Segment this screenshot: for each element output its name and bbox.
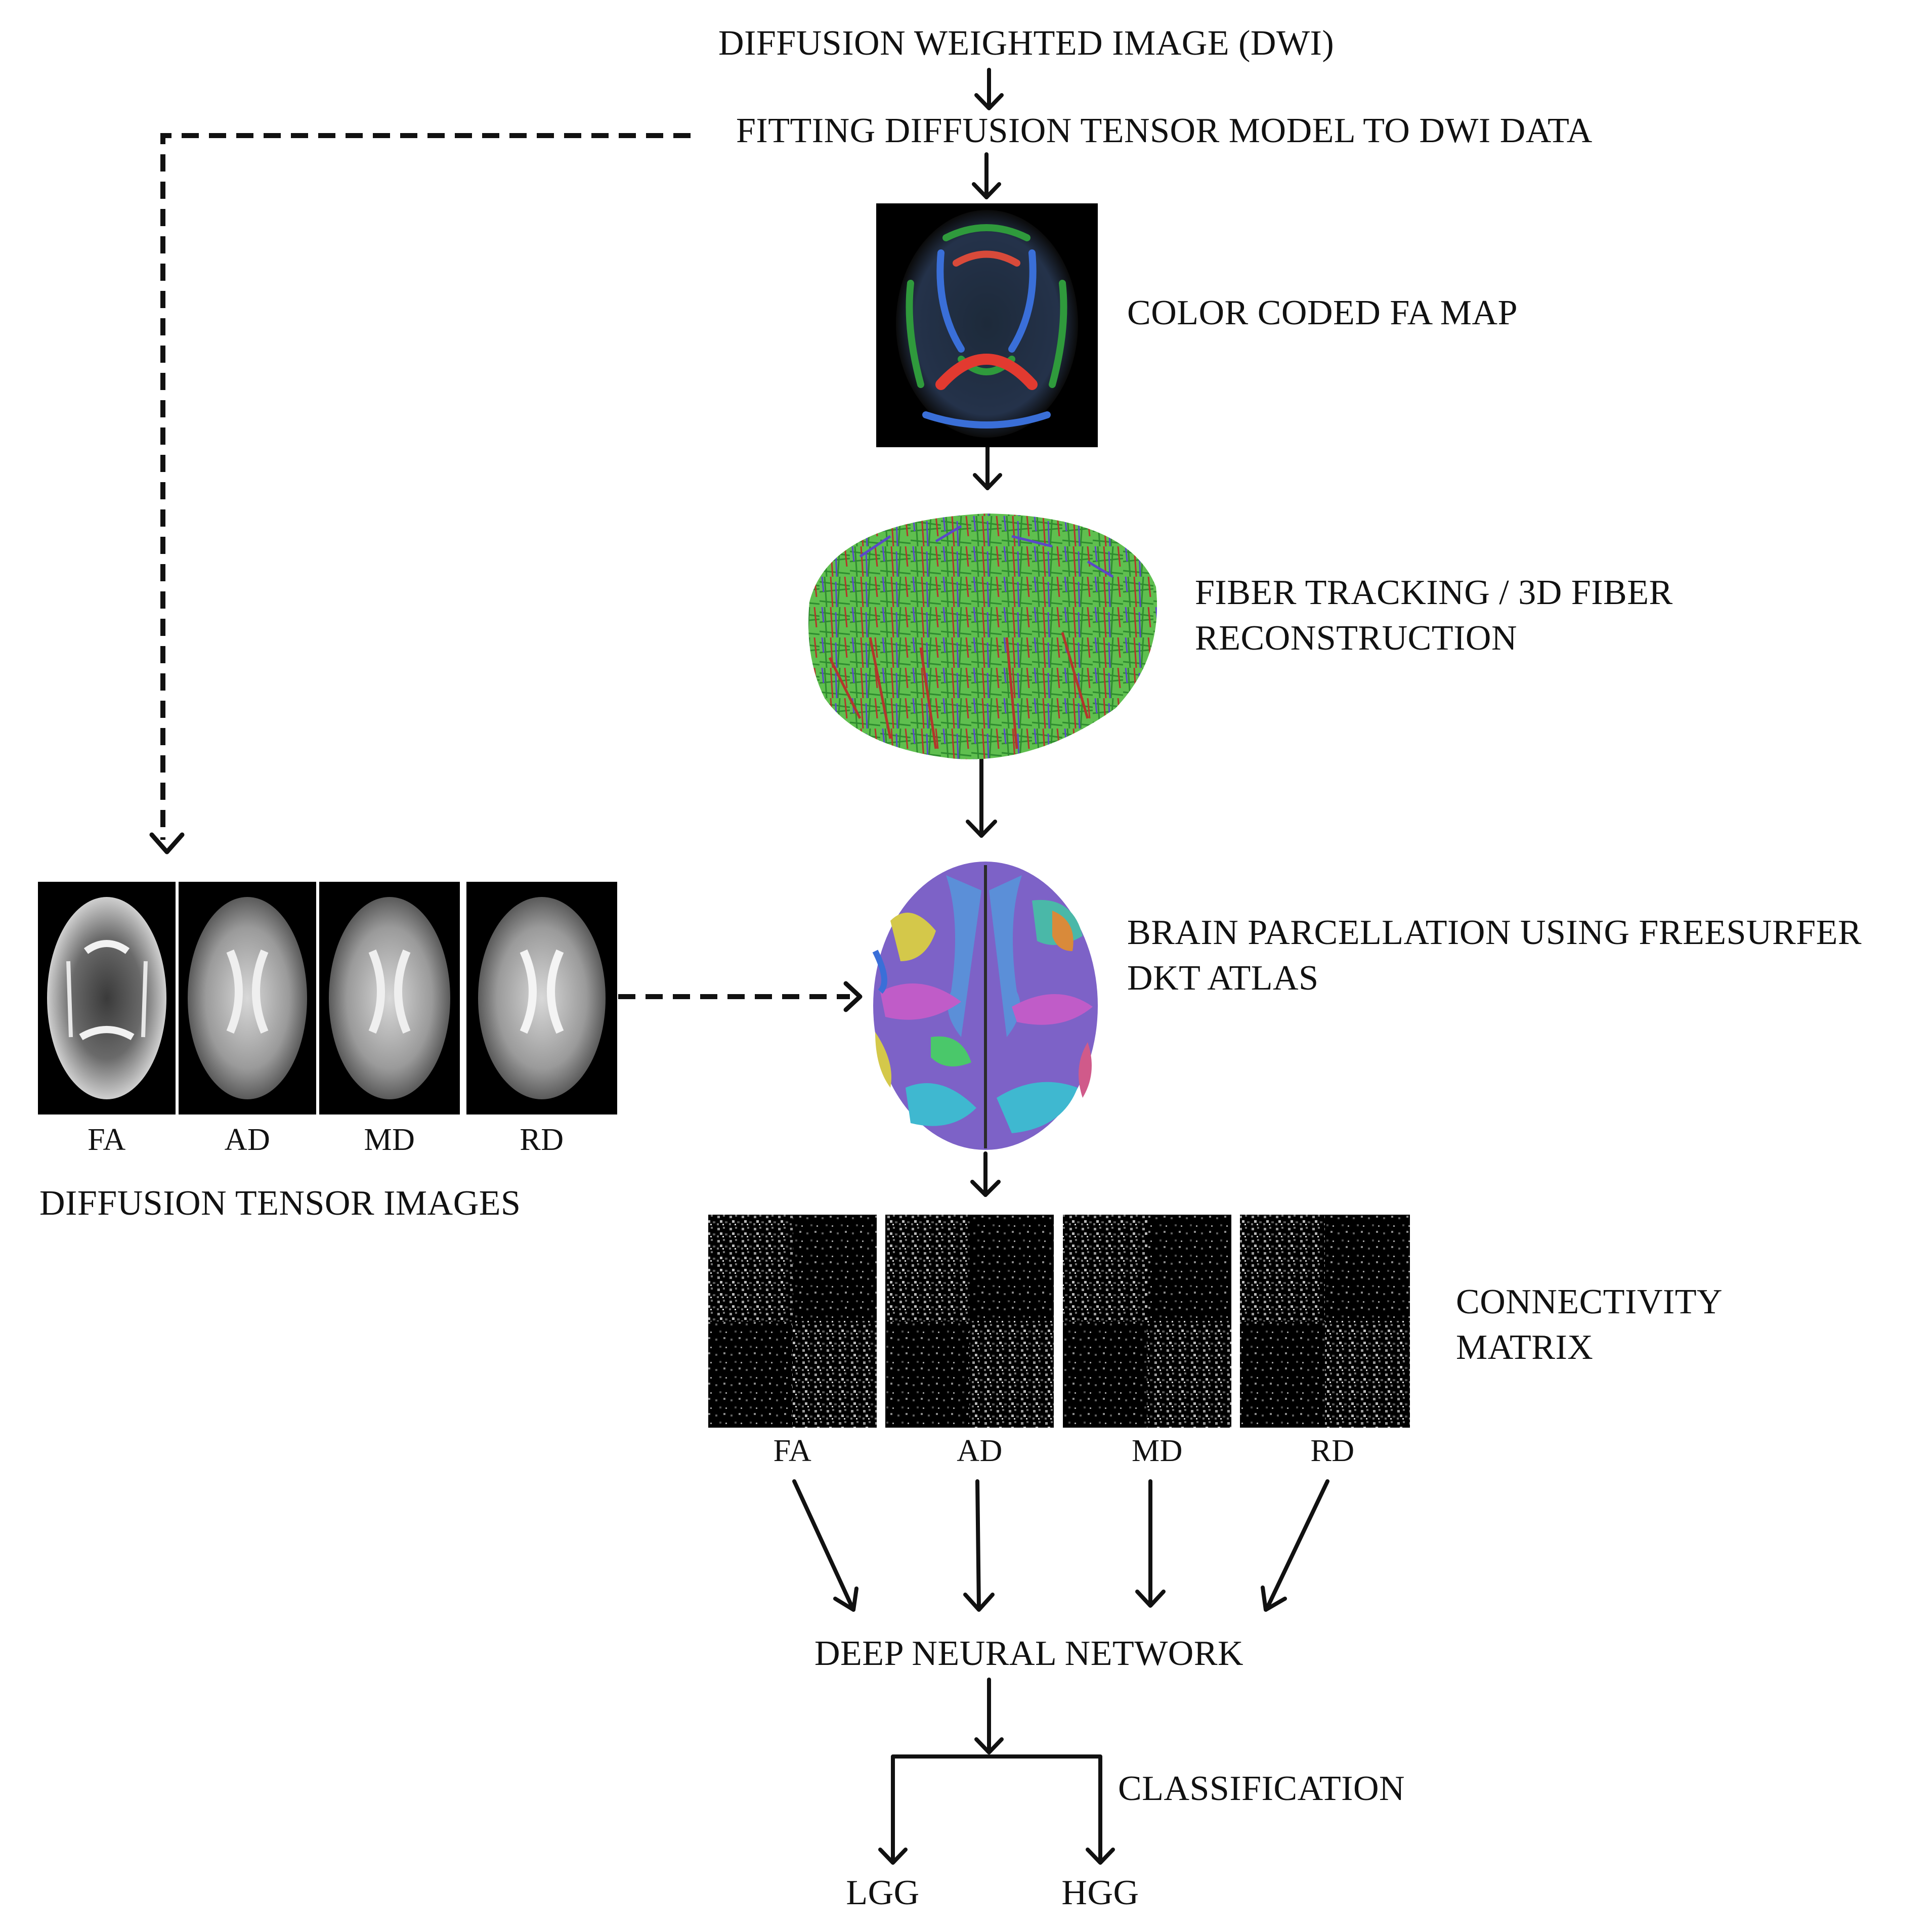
matrix-ad-image [885,1215,1054,1428]
arrow-fa-matrix-to-dnn [792,1479,854,1610]
dti-title: DIFFUSION TENSOR IMAGES [39,1184,521,1223]
parcellation-label-line1: BRAIN PARCELLATION USING FREESURFER [1127,913,1862,952]
matrix-label-fa: FA [773,1434,812,1468]
matrix-label-md: MD [1132,1434,1183,1468]
dnn-label: DEEP NEURAL NETWORK [814,1634,1244,1673]
fiber-label-line2: RECONSTRUCTION [1195,619,1518,658]
arrow-rd-matrix-to-dnn [1265,1479,1329,1611]
dwi-label: DIFFUSION WEIGHTED IMAGE (DWI) [718,24,1335,63]
classification-label: CLASSIFICATION [1118,1769,1405,1808]
matrix-label-rd: RD [1310,1434,1355,1468]
connectivity-label-line2: MATRIX [1456,1328,1594,1367]
connectivity-matrices [708,1215,1410,1428]
dti-rd-image [466,882,617,1114]
matrix-rd-image [1240,1215,1410,1428]
fa-map-label: COLOR CODED FA MAP [1127,293,1518,332]
output-hgg: HGG [1061,1873,1139,1912]
fitting-label: FITTING DIFFUSION TENSOR MODEL TO DWI DA… [736,111,1593,150]
matrix-label-ad: AD [957,1434,1003,1468]
matrix-md-image [1063,1215,1231,1428]
connectivity-label-line1: CONNECTIVITY [1456,1282,1723,1321]
dashed-fitting-to-dti [160,133,691,840]
classification-branch [891,1754,1102,1864]
dti-md-image [319,882,460,1114]
dti-images [38,882,617,1114]
fiber-tracking-image [808,513,1157,759]
arrows [792,68,1329,1865]
dti-label-md: MD [364,1123,415,1157]
output-lgg: LGG [846,1873,920,1912]
arrow-ad-matrix-to-dnn [975,1479,981,1611]
fiber-label-line1: FIBER TRACKING / 3D FIBER [1195,573,1673,612]
dti-ad-image [179,882,316,1114]
dti-fa-image [38,882,176,1114]
fa-map-image [876,203,1098,447]
dti-label-ad: AD [224,1123,271,1157]
brain-parcellation-image [872,862,1098,1150]
dti-label-rd: RD [520,1123,564,1157]
dashed-arrows [160,133,850,999]
matrix-fa-image [708,1215,877,1428]
dti-label-fa: FA [88,1123,126,1157]
parcellation-label-line2: DKT ATLAS [1127,959,1319,998]
